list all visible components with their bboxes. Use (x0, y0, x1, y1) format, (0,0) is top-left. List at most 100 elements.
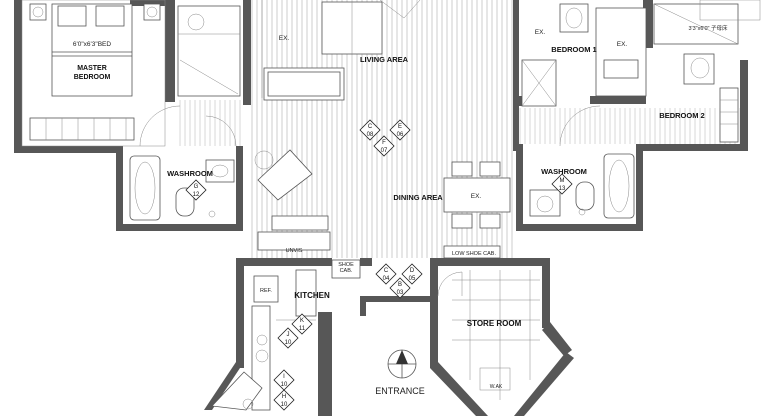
view-tag-k-11 (291, 313, 313, 335)
bathtub-right (603, 153, 635, 219)
view-tag-i-10-top: I (283, 374, 285, 380)
view-tag-b-03-bottom: 03 (397, 290, 404, 296)
view-tag-j-10-top: J (287, 332, 290, 338)
bedside-table-right (143, 3, 161, 21)
view-tag-d-05 (401, 263, 423, 285)
living-area-label: LIVING AREA (360, 55, 409, 64)
view-tag-c-04-bottom: 04 (383, 276, 390, 282)
store-door-arc (437, 271, 463, 297)
view-tag-b-03 (389, 277, 411, 299)
view-tag-h-10-top: H (282, 394, 286, 400)
view-tag-f-07 (373, 135, 395, 157)
walls (14, 0, 748, 416)
bedside-table-left (29, 3, 47, 21)
store-room (437, 270, 540, 400)
entrance-label: ENTRANCE (375, 386, 425, 396)
view-tag-m-13 (551, 173, 573, 195)
view-tag-i-10 (273, 369, 295, 391)
bedroom2-desk (683, 53, 715, 85)
washroom-left-label: WASHROOM (167, 169, 213, 178)
view-tag-e-06-bottom: 06 (397, 132, 404, 138)
view-tag-i-10-bottom: 10 (281, 382, 288, 388)
kitchen-corner-counter (211, 371, 263, 411)
kitchen-counter-top (295, 269, 317, 317)
washroom-right (529, 153, 635, 219)
dining-area-label: DINING AREA (393, 193, 443, 202)
refrigerator (253, 275, 279, 303)
view-tag-k-11-top: K (300, 318, 304, 324)
view-tag-j-10-bottom: 10 (285, 340, 292, 346)
store-room-label: STORE ROOM (467, 319, 522, 328)
dining-chair-4 (479, 213, 501, 229)
ex-bedroom1-left-label: EX. (535, 29, 546, 36)
shoe-cab-label-1: SHOE (338, 262, 354, 268)
washroom-left (129, 155, 235, 221)
view-tag-e-06 (389, 119, 411, 141)
kitchen-label: KITCHEN (294, 291, 330, 300)
bed-size-label: 6'0"x6'3"BED (73, 41, 111, 48)
view-tag-f-07-top: F (382, 140, 386, 146)
view-markers: C 08 E 06 F 07 G 12 M 13 C 04 D 05 B 03 … (185, 119, 573, 411)
dining-chair-1 (451, 161, 473, 177)
low-shoe-cab-label: LOW SHOE CAB. (452, 251, 496, 257)
shoe-cab-label-2: CAB. (340, 268, 353, 274)
sink-left (205, 159, 235, 183)
view-tag-g-12 (185, 179, 207, 201)
washroom-right-label: WASHROOM (541, 167, 587, 176)
master-bedroom-label-1: MASTER (77, 65, 107, 72)
ex-dining-label: EX. (471, 193, 482, 200)
view-tag-h-10 (273, 389, 295, 411)
dining-area (443, 161, 511, 259)
living-area (254, 0, 421, 251)
ref-label: REF. (260, 288, 272, 294)
bathtub-left (129, 155, 161, 221)
view-tag-e-06-top: E (398, 124, 402, 130)
ex-bedroom1-right-label: EX. (617, 41, 628, 48)
bedroom1-bed (595, 7, 647, 97)
view-tag-c-08-top: C (368, 124, 373, 130)
wardrobe (29, 117, 135, 141)
view-tag-k-11-bottom: 11 (299, 326, 306, 332)
sink-right (529, 189, 561, 217)
low-shoe-cabinet (443, 245, 501, 259)
view-tag-g-12-bottom: 12 (193, 192, 200, 198)
room-labels: 6'0"x6'3"BED MASTER BEDROOM WASHROOM LIV… (73, 24, 728, 396)
bedroom-1-label: BEDROOM 1 (551, 45, 596, 54)
dining-chair-2 (479, 161, 501, 177)
view-tag-d-05-bottom: 05 (409, 276, 416, 282)
view-tag-c-08-bottom: 08 (367, 132, 374, 138)
view-tag-c-04-top: C (384, 268, 389, 274)
view-tag-h-10-bottom: 10 (281, 402, 288, 408)
view-tag-b-03-top: B (398, 282, 402, 288)
bedroom1-desk (559, 3, 589, 33)
unvisible-label: UNVIS (286, 248, 303, 254)
view-tag-g-12-top: G (194, 184, 199, 190)
ex-living-label: EX. (279, 35, 290, 42)
bedroom-1 (521, 3, 647, 147)
dining-chair-3 (451, 213, 473, 229)
shoe-cabinet (331, 259, 361, 279)
bedroom-2 (653, 0, 761, 143)
view-tag-c-04 (375, 263, 397, 285)
dining-table (443, 177, 511, 213)
master-bedroom-label-2: BEDROOM (74, 74, 111, 81)
top-right-note: 3'3"x6'0" 子母床 (688, 24, 728, 32)
view-tag-m-13-top: M (560, 178, 565, 184)
bedroom2-wardrobe (719, 87, 739, 143)
toilet-left (175, 187, 195, 217)
toilet-right (575, 181, 595, 211)
view-tag-f-07-bottom: 07 (381, 148, 388, 154)
bedroom-2-label: BEDROOM 2 (659, 111, 704, 120)
view-tag-c-08 (359, 119, 381, 141)
walk-in-closet (177, 5, 241, 97)
view-tag-m-13-bottom: 13 (559, 186, 566, 192)
unvisible-cabinet (257, 231, 331, 251)
entrance-marker (387, 349, 417, 379)
armchair (257, 149, 313, 201)
walk-in-label: W.AK (490, 384, 503, 390)
view-tag-d-05-top: D (410, 268, 415, 274)
master-bedroom (21, 0, 241, 147)
view-tag-j-10 (277, 327, 299, 349)
